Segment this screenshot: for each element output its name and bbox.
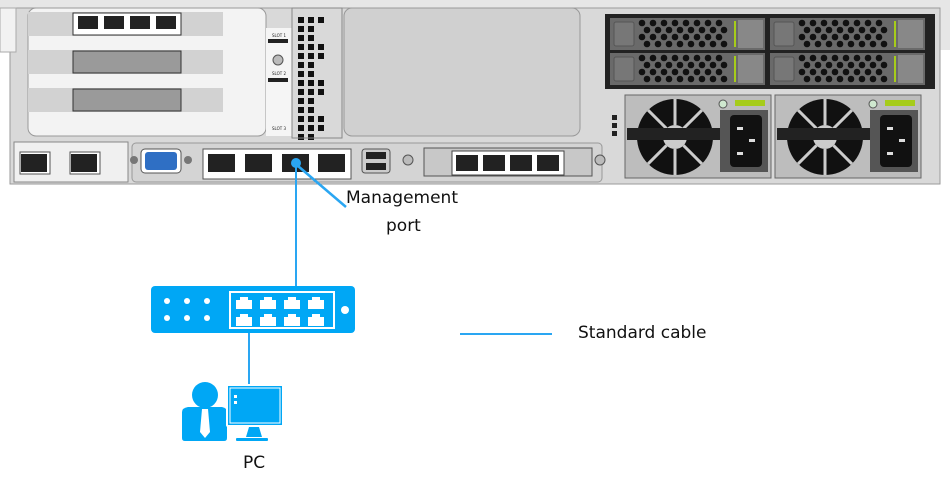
slot-2-label: SLOT 2 bbox=[272, 71, 286, 76]
switch-port bbox=[236, 314, 252, 326]
power-supply bbox=[624, 94, 772, 179]
standard-cables bbox=[248, 163, 552, 387]
management-port-label-line2: port bbox=[386, 216, 421, 236]
pcie-riser bbox=[27, 7, 267, 137]
vent-grid bbox=[298, 17, 324, 140]
power-supply bbox=[774, 94, 922, 179]
switch-port bbox=[260, 314, 276, 326]
drive-bay bbox=[770, 18, 925, 50]
slot-3-label: SLOT 3 bbox=[272, 126, 286, 131]
slot-1-label: SLOT 1 bbox=[272, 33, 286, 38]
switch-port bbox=[260, 297, 276, 309]
onboard-io bbox=[13, 141, 606, 183]
pc-user-icon bbox=[182, 382, 284, 441]
switch-port bbox=[284, 314, 300, 326]
switch-port bbox=[308, 314, 324, 326]
legend-standard-cable-label: Standard cable bbox=[578, 323, 707, 343]
pc-label: PC bbox=[243, 453, 266, 473]
switch-port bbox=[236, 297, 252, 309]
drive-bay bbox=[770, 53, 925, 85]
drive-bay bbox=[610, 53, 765, 85]
slot-label-strip: SLOT 1 SLOT 2 SLOT 3 bbox=[266, 28, 292, 136]
drive-bay bbox=[610, 18, 765, 50]
power-supplies bbox=[624, 94, 922, 179]
management-port-label-line1: Management bbox=[346, 188, 458, 208]
server-rear-panel: SLOT 1 SLOT 2 SLOT 3 bbox=[0, 0, 950, 185]
management-port-leader-line bbox=[297, 165, 347, 208]
drive-bays bbox=[605, 14, 935, 89]
network-switch-icon bbox=[151, 286, 355, 333]
switch-port bbox=[308, 297, 324, 309]
switch-port bbox=[284, 297, 300, 309]
